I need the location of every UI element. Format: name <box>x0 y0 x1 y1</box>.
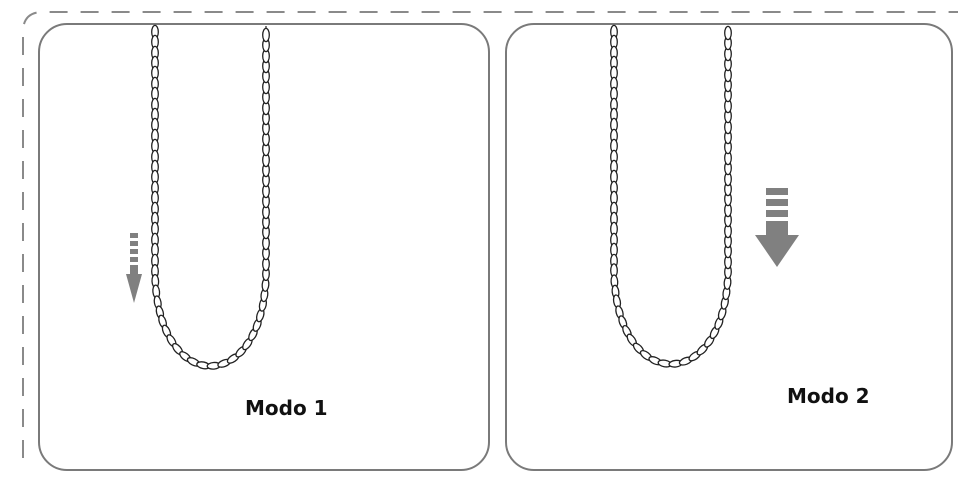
chain-bead <box>724 25 732 41</box>
down-arrow-small <box>126 233 142 303</box>
mode-2-label: Modo 2 <box>787 384 870 408</box>
dashed-frame <box>22 11 958 458</box>
chain-bead <box>262 27 270 43</box>
mode-1-label: Modo 1 <box>245 396 328 420</box>
chain-loop-2 <box>610 24 732 368</box>
down-arrow-large <box>755 188 799 267</box>
chain-loop-1 <box>151 24 270 370</box>
